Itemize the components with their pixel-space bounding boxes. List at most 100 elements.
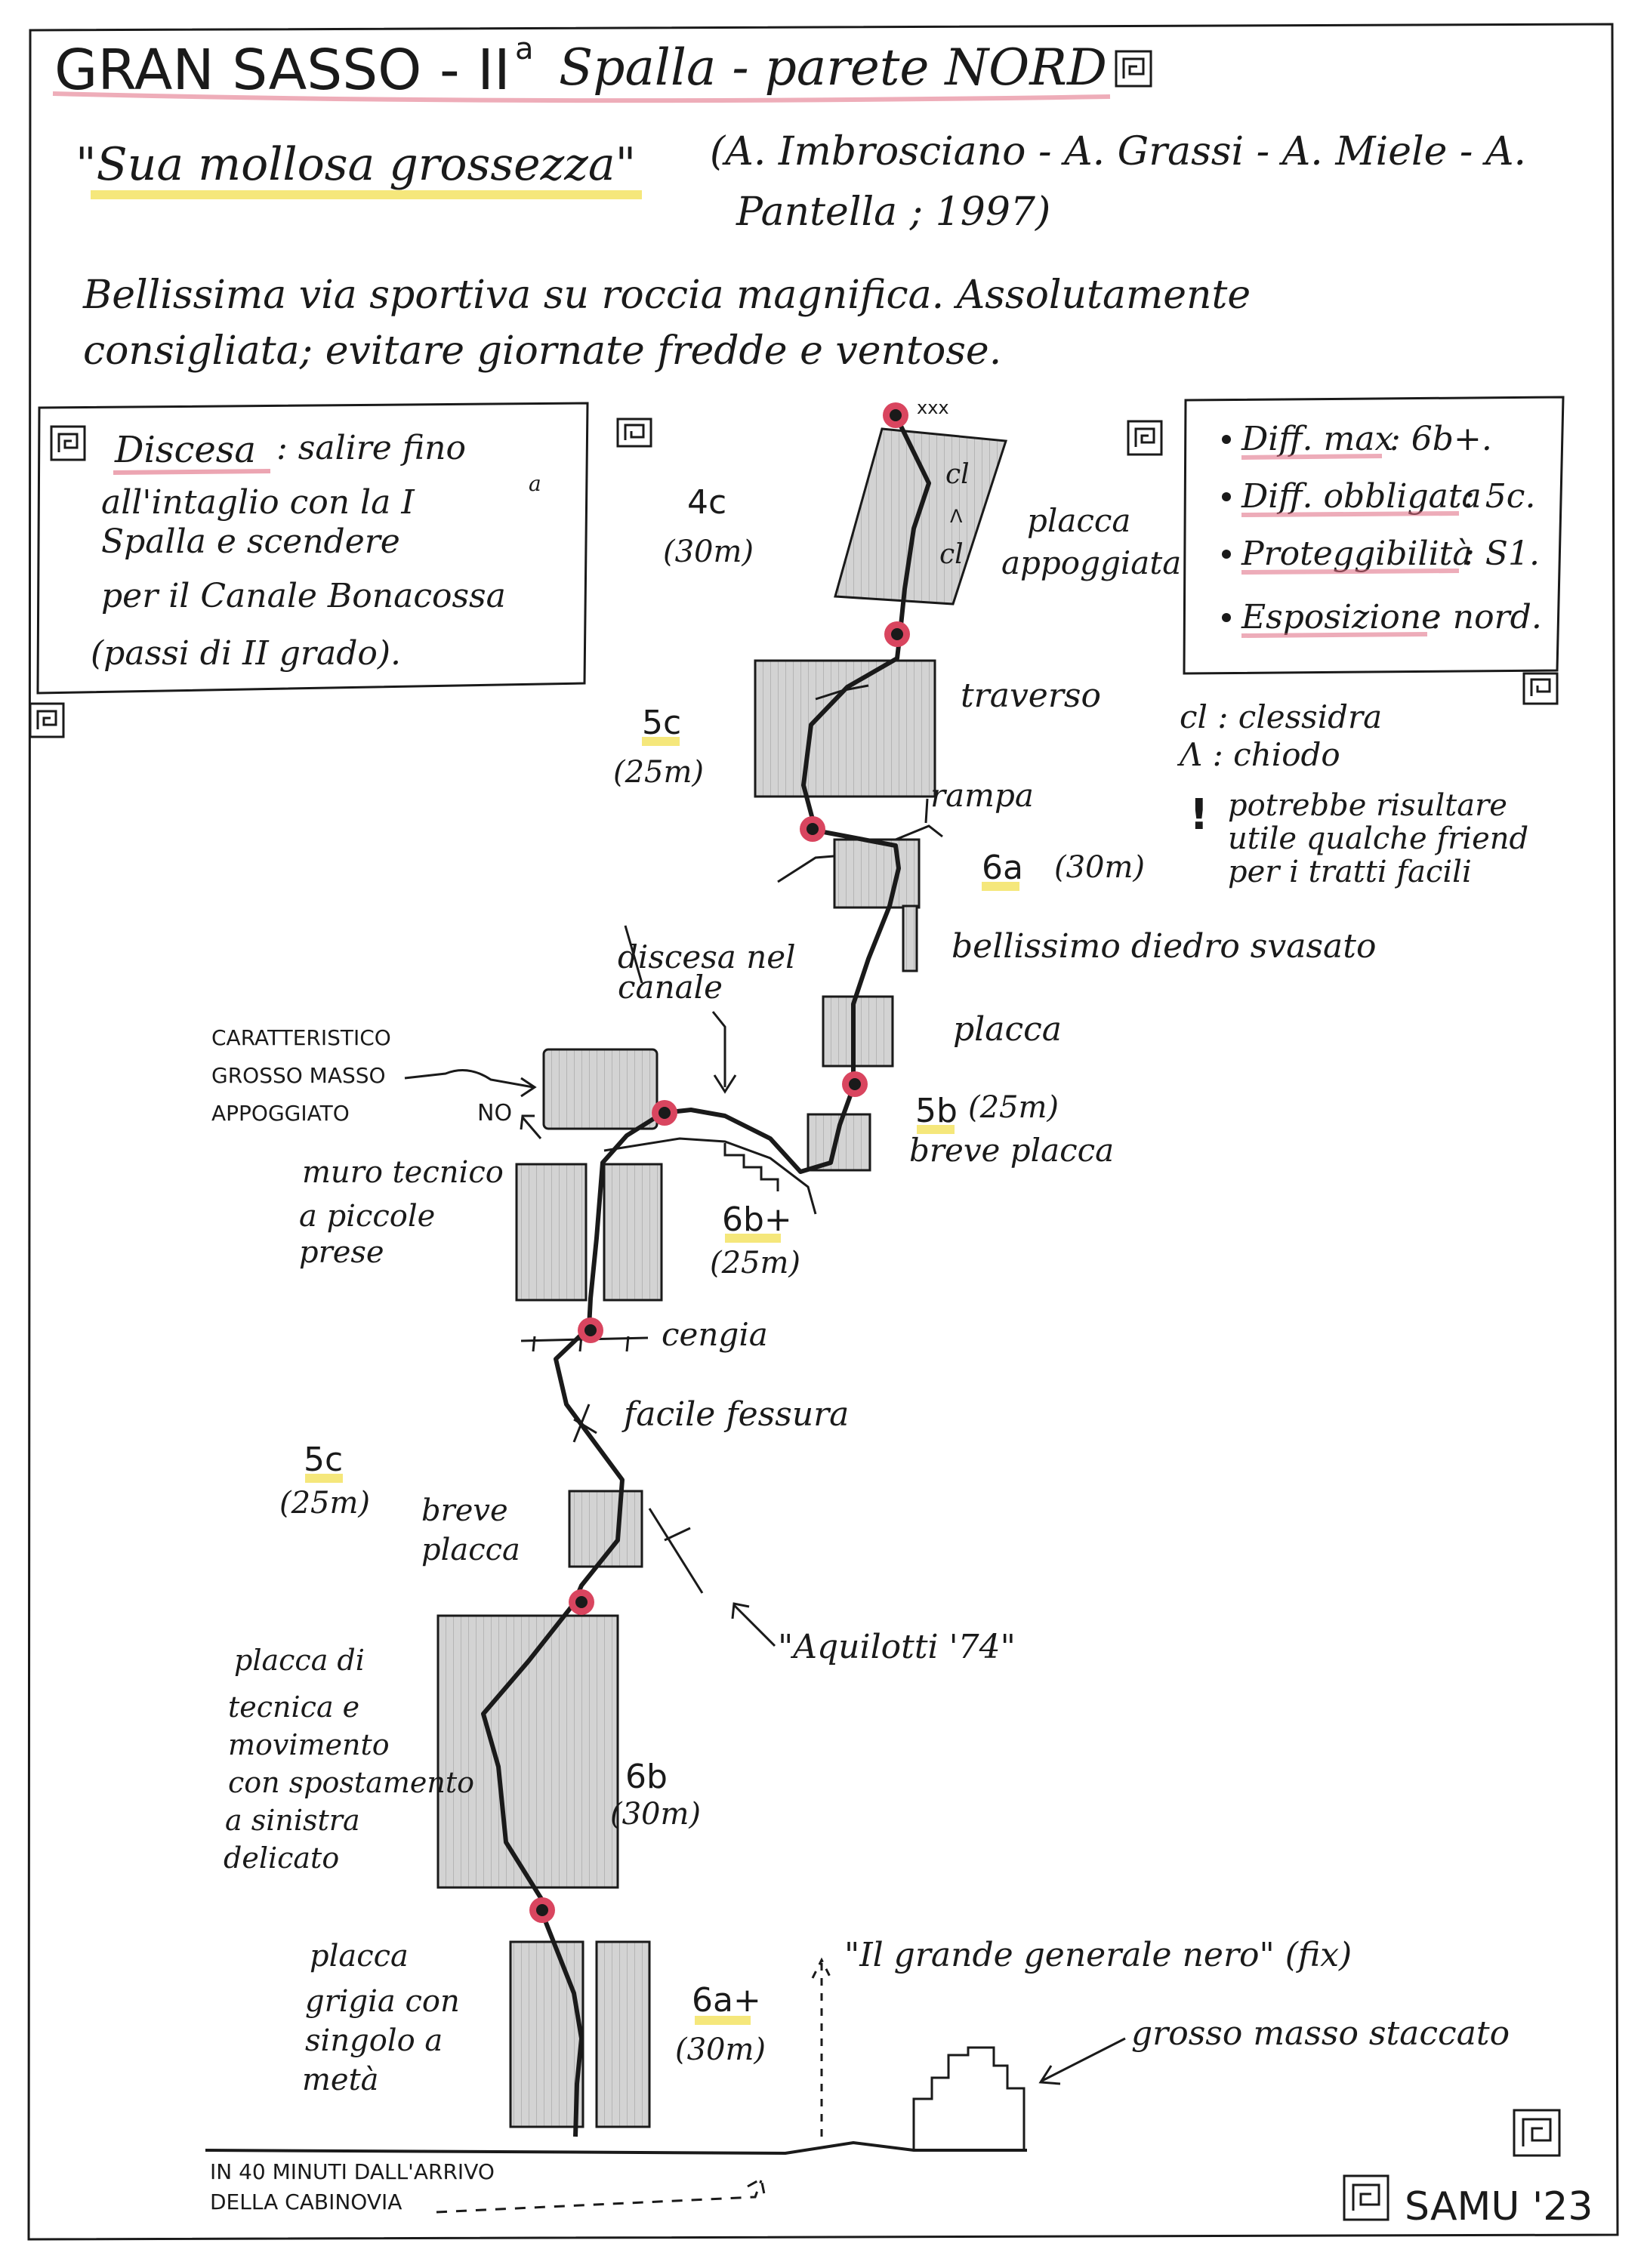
note-grosso-masso: grosso masso staccato <box>1131 2014 1510 2053</box>
pitch-grade: 6a+ <box>692 1981 761 2020</box>
page-title-sup: a <box>515 32 534 66</box>
generale-nero-arrow-icon <box>811 1957 832 2137</box>
outer-frame <box>27 23 1619 2241</box>
title-underline <box>52 91 1111 103</box>
chiodo-mark: Λ <box>950 506 963 527</box>
route-name: "Sua mollosa grossezza" <box>76 138 636 191</box>
descent-line-3: Spalla e scendere <box>101 522 400 561</box>
approach-arrow-icon <box>436 2177 766 2214</box>
ledge-marks <box>520 684 943 1352</box>
pitch-label: 6b (30m) <box>610 1758 701 1832</box>
note-muro: muro tecnico <box>302 1155 504 1190</box>
masso-arrow-icon <box>404 1069 537 1098</box>
rock-placca <box>822 995 894 1068</box>
note-discesa-canale: canale <box>618 969 723 1006</box>
note-placca-grigia: metà <box>302 2063 379 2097</box>
note-rampa: rampa <box>930 777 1034 814</box>
rock-placca-grigia-right <box>595 1940 651 2128</box>
info-label: Esposizione <box>1241 598 1441 636</box>
descent-line-4: per il Canale Bonacossa <box>101 577 506 615</box>
pitch-length: (25m) <box>968 1090 1059 1125</box>
descent-box <box>36 402 589 695</box>
pitch-grade: 5c <box>304 1441 343 1479</box>
legend-clessidra: cl : clessidra <box>1180 698 1382 735</box>
route-name-highlight <box>91 190 642 199</box>
note-discesa-canale: discesa nel <box>618 938 796 975</box>
note-traverso: traverso <box>961 676 1101 715</box>
belay-station-icon <box>652 1100 677 1126</box>
signature: SAMU '23 <box>1405 2184 1593 2229</box>
note-generale-nero: "Il grande generale nero" (fix) <box>844 1936 1352 1974</box>
anchor-marks: xxx <box>917 397 949 418</box>
pitch-label: 4c (30m) <box>663 483 754 569</box>
legend-note-2: utile qualche friend <box>1228 821 1528 856</box>
pitch-label: 6b+ (25m) <box>710 1200 800 1280</box>
ornament-icon <box>1513 2109 1561 2157</box>
route-description-1: Bellissima via sportiva su roccia magnif… <box>82 273 1251 318</box>
note-masso: APPOGGIATO <box>211 1101 350 1126</box>
note-breve-placca: breve placca <box>909 1132 1114 1169</box>
legend-note-1: potrebbe risultare <box>1228 788 1507 823</box>
route-authors-1: (A. Imbrosciano - A. Grassi - A. Miele -… <box>710 129 1526 174</box>
rock-placca-tecnica <box>436 1614 619 1889</box>
approach-note: DELLA CABINOVIA <box>210 2189 402 2214</box>
info-label: Proteggibilità <box>1241 535 1473 573</box>
descent-label: Discesa <box>114 429 256 471</box>
rock-placca-grigia-left <box>509 1940 584 2128</box>
aquilotti-arrow-icon <box>731 1602 776 1647</box>
discesa-arrow-icon <box>711 1011 737 1094</box>
route-description-2: consigliata; evitare giornate fredde e v… <box>83 328 1001 374</box>
descent-line-5: (passi di II grado). <box>91 634 401 673</box>
legend-note-3: per i tratti facili <box>1228 855 1472 889</box>
ground-line <box>205 2140 1027 2156</box>
rock-dihedral-2 <box>902 904 918 972</box>
pitch-label: 6a (30m) <box>982 849 1145 891</box>
no-arrow-icon <box>520 1114 542 1139</box>
ornament-icon <box>1115 50 1152 88</box>
rock-muro-left <box>515 1163 588 1302</box>
clessidra-mark: cl <box>939 539 964 570</box>
info-item: Diff. obbligata : 5c. <box>1222 477 1535 517</box>
pitch-grade: 6b <box>625 1758 668 1796</box>
page-title: GRAN SASSO - II <box>54 38 510 103</box>
pitch-label: 5c (25m) <box>279 1441 370 1521</box>
note-placca-grigia: placca <box>310 1939 409 1974</box>
info-value: : S1. <box>1463 535 1540 573</box>
belay-station-icon <box>883 402 908 428</box>
ornament-icon <box>50 425 86 461</box>
note-placca-grigia: singolo a <box>305 2023 443 2058</box>
descent-underline <box>113 469 271 475</box>
pitch-label: 6a+ (30m) <box>675 1981 766 2067</box>
info-item: Esposizione : nord. <box>1222 598 1542 638</box>
info-value: : 5c. <box>1463 477 1535 516</box>
pitch-label: 5b (25m) <box>915 1090 1059 1134</box>
pitch-label: 5c (25m) <box>613 704 704 790</box>
info-value: : 6b+. <box>1389 420 1492 458</box>
pitch-grade: 6b+ <box>722 1200 792 1239</box>
legend-chiodo: Λ : chiodo <box>1177 736 1340 773</box>
route-line <box>481 414 931 2137</box>
belay-stations <box>529 402 910 1923</box>
note-cengia: cengia <box>662 1316 768 1353</box>
note-no: NO <box>477 1100 512 1126</box>
info-item: Diff. max : 6b+. <box>1222 420 1492 460</box>
ornament-icon <box>616 418 652 448</box>
note-aquilotti: "Aquilotti '74" <box>778 1628 1016 1666</box>
ornament-icon <box>1343 2174 1389 2221</box>
info-box <box>1183 396 1565 675</box>
rock-masso <box>542 1048 658 1130</box>
note-placca-tecnica: con spostamento <box>228 1766 474 1799</box>
note-masso: GROSSO MASSO <box>211 1063 386 1088</box>
pitch-grade: 4c <box>687 483 726 522</box>
note-placca-appoggiata: appoggiata <box>1001 544 1181 581</box>
approach-note: IN 40 MINUTI DALL'ARRIVO <box>210 2159 495 2184</box>
note-muro: prese <box>299 1235 384 1270</box>
route-authors-2: Pantella ; 1997) <box>736 190 1050 235</box>
page-title-rest: Spalla - parete NORD <box>559 39 1107 97</box>
rock-traverse <box>754 659 936 798</box>
note-masso: CARATTERISTICO <box>211 1025 391 1050</box>
belay-station-icon <box>884 621 910 647</box>
pitch-length: (30m) <box>610 1797 701 1832</box>
descent-line-1: : salire fino <box>276 429 466 467</box>
